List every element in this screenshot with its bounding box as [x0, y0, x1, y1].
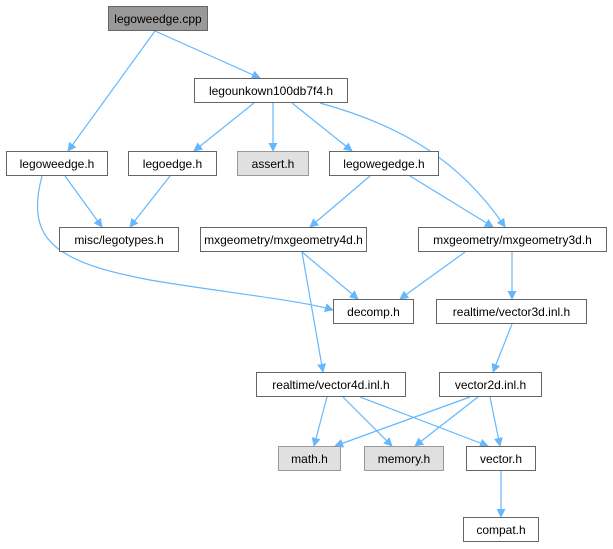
edge-vector2d-to-vector	[489, 396, 503, 447]
node-compat-h[interactable]: compat.h	[463, 517, 539, 542]
edge-legowegedge-to-mxgeometry3d	[409, 175, 494, 228]
node-misc-legotypes-h[interactable]: misc/legotypes.h	[59, 227, 179, 252]
edge-legoweedge-to-decomp	[36, 175, 334, 312]
node-vector-h[interactable]: vector.h	[466, 446, 536, 471]
node-mxgeometry4d-h[interactable]: mxgeometry/mxgeometry4d.h	[200, 227, 367, 252]
node-realtime-vector3d-inl-h[interactable]: realtime/vector3d.inl.h	[436, 299, 587, 324]
edge-vector4d-to-vector	[359, 396, 489, 448]
edge-legoedge-to-legotypes	[129, 175, 171, 228]
node-mxgeometry3d-h[interactable]: mxgeometry/mxgeometry3d.h	[418, 227, 607, 252]
node-legounkown100db7f4-h[interactable]: legounkown100db7f4.h	[194, 78, 348, 103]
node-legowegedge-h[interactable]: legowegedge.h	[329, 151, 439, 176]
edge-legoweedge-to-legotypes	[64, 175, 103, 228]
edge-legounkown-to-legowegedge	[291, 102, 353, 152]
node-assert-h[interactable]: assert.h	[237, 151, 309, 176]
edge-vector2d-to-memory	[414, 396, 479, 447]
node-legoweedge-h[interactable]: legoweedge.h	[6, 151, 108, 176]
node-realtime-vector4d-inl-h[interactable]: realtime/vector4d.inl.h	[256, 372, 406, 397]
edge-mxgeometry4d-to-vector4d	[301, 251, 327, 373]
node-vector2d-inl-h[interactable]: vector2d.inl.h	[439, 372, 542, 397]
edge-vector4d-to-memory	[342, 396, 393, 447]
node-legoedge-h[interactable]: legoedge.h	[128, 151, 217, 176]
edge-vector4d-to-math	[311, 396, 328, 447]
edge-legowegedge-to-mxgeometry4d	[309, 175, 371, 228]
edge-vector2d-to-math	[334, 396, 471, 448]
edge-cpp-to-legoweedge	[67, 30, 156, 152]
node-memory-h[interactable]: memory.h	[364, 446, 444, 471]
edge-legounkown-to-mxgeometry3d	[319, 102, 506, 228]
edge-mxgeometry3d-to-decomp	[399, 251, 466, 300]
node-math-h[interactable]: math.h	[278, 446, 341, 471]
edge-legounkown-to-legoedge	[193, 102, 255, 152]
edge-cpp-to-legounkown	[154, 30, 261, 79]
node-legoweedge-cpp: legoweedge.cpp	[108, 6, 208, 31]
edge-mxgeometry4d-to-decomp	[301, 251, 359, 300]
node-decomp-h[interactable]: decomp.h	[333, 299, 414, 324]
edge-vector3d-to-vector2d	[491, 323, 513, 373]
